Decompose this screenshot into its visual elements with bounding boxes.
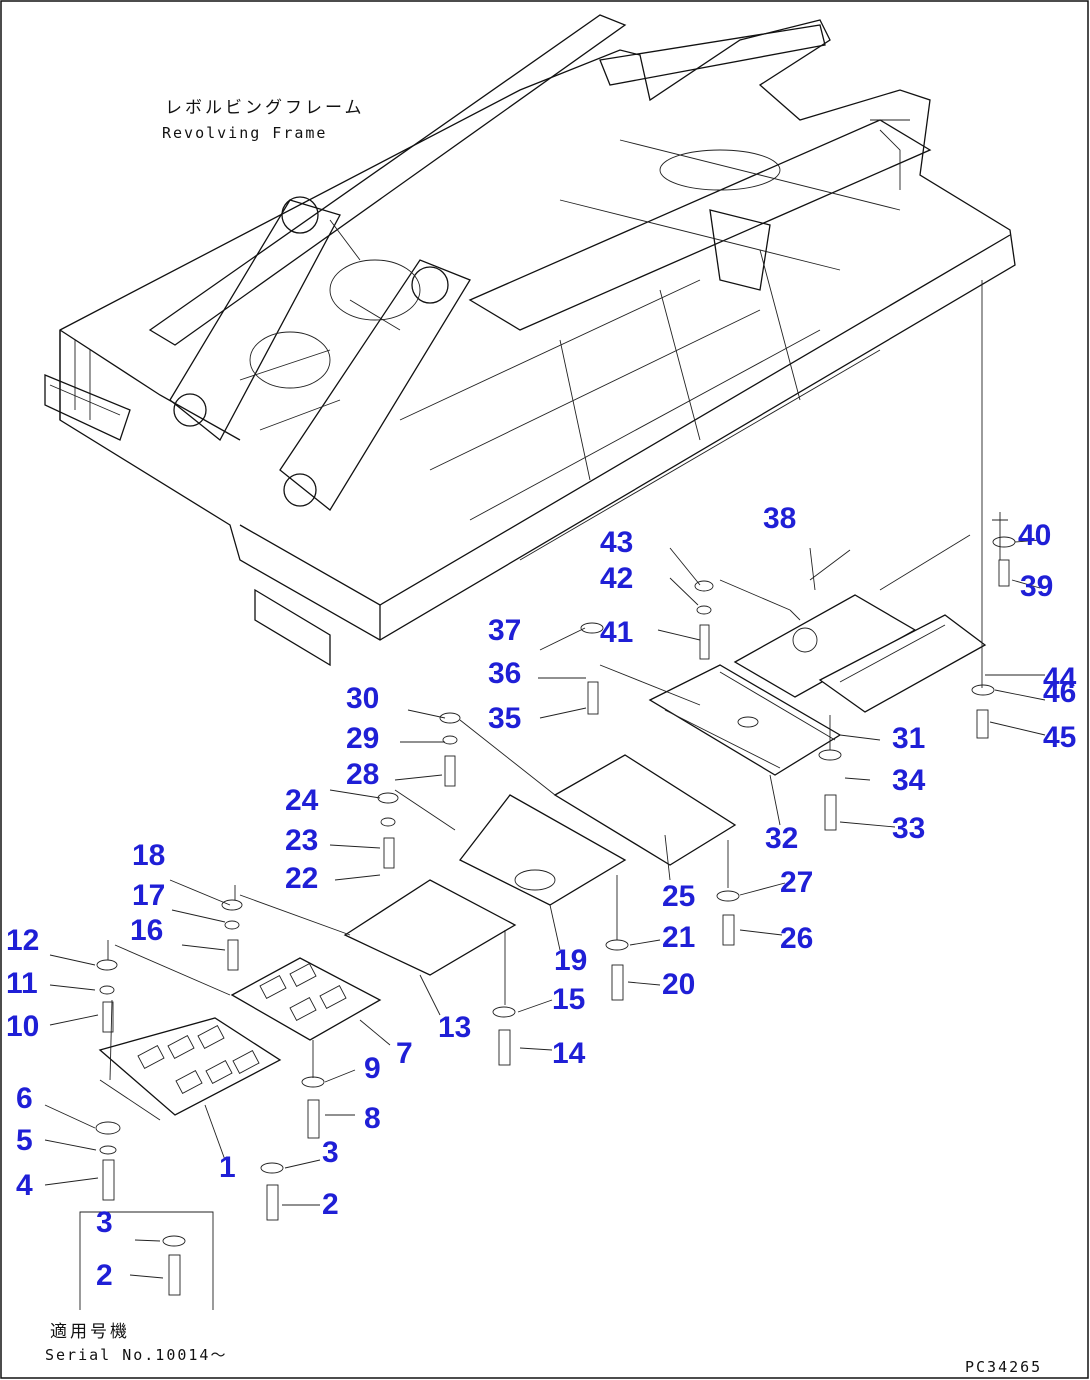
callout-42: 42 (600, 562, 633, 595)
callout-3: 3 (322, 1136, 339, 1169)
callout-36: 36 (488, 657, 521, 690)
callout-alt-2: 2 (96, 1259, 113, 1292)
serial-note-en: Serial No.10014～ (45, 1346, 227, 1364)
callout-numbers: 1 2 3 4 5 6 7 8 9 10 11 12 13 14 15 16 1… (6, 502, 1077, 1292)
callout-15: 15 (552, 983, 585, 1016)
callout-13: 13 (438, 1011, 471, 1044)
frame-label-en: Revolving Frame (162, 124, 327, 142)
callout-44: 44 (1043, 662, 1077, 695)
cover-plates (98, 594, 987, 1116)
callout-45: 45 (1043, 721, 1076, 754)
callout-14: 14 (552, 1037, 586, 1070)
callout-34: 34 (892, 764, 926, 797)
callout-11: 11 (6, 967, 38, 1000)
drawing-code: PC34265 (965, 1358, 1042, 1376)
callout-41: 41 (600, 616, 633, 649)
callout-43: 43 (600, 526, 633, 559)
callout-2: 2 (322, 1188, 339, 1221)
callout-27: 27 (780, 866, 813, 899)
callout-16: 16 (130, 914, 163, 947)
callout-26: 26 (780, 922, 813, 955)
callout-8: 8 (364, 1102, 381, 1135)
leader-lines (44, 280, 1046, 1279)
callout-31: 31 (892, 722, 925, 755)
callout-17: 17 (132, 879, 165, 912)
callout-25: 25 (662, 880, 695, 913)
callout-22: 22 (285, 862, 318, 895)
revolving-frame-illustration (44, 14, 1016, 667)
callout-18: 18 (132, 839, 165, 872)
callout-alt-3: 3 (96, 1206, 113, 1239)
callout-5: 5 (16, 1124, 33, 1157)
callout-20: 20 (662, 968, 695, 1001)
fasteners (95, 536, 1016, 1296)
serial-note-ja: 適用号機 (50, 1322, 130, 1342)
serial-bracket (79, 1211, 214, 1310)
callout-30: 30 (346, 682, 379, 715)
frame-label-ja: レボルビングフレーム (165, 98, 365, 118)
callout-10: 10 (6, 1010, 39, 1043)
callout-39: 39 (1020, 570, 1053, 603)
callout-35: 35 (488, 702, 521, 735)
callout-29: 29 (346, 722, 379, 755)
callout-40: 40 (1018, 519, 1051, 552)
callout-1: 1 (219, 1151, 236, 1184)
callout-4: 4 (16, 1169, 33, 1202)
callout-19: 19 (554, 944, 587, 977)
callout-9: 9 (364, 1052, 381, 1085)
callout-46: 46 (1043, 676, 1076, 709)
callout-21: 21 (662, 921, 695, 954)
callout-33: 33 (892, 812, 925, 845)
callout-7: 7 (396, 1037, 413, 1070)
callout-28: 28 (346, 758, 379, 791)
callout-38: 38 (763, 502, 796, 535)
callout-12: 12 (6, 924, 39, 957)
callout-23: 23 (285, 824, 318, 857)
callout-32: 32 (765, 822, 798, 855)
callout-6: 6 (16, 1082, 33, 1115)
callout-37: 37 (488, 614, 521, 647)
callout-24: 24 (285, 784, 319, 817)
